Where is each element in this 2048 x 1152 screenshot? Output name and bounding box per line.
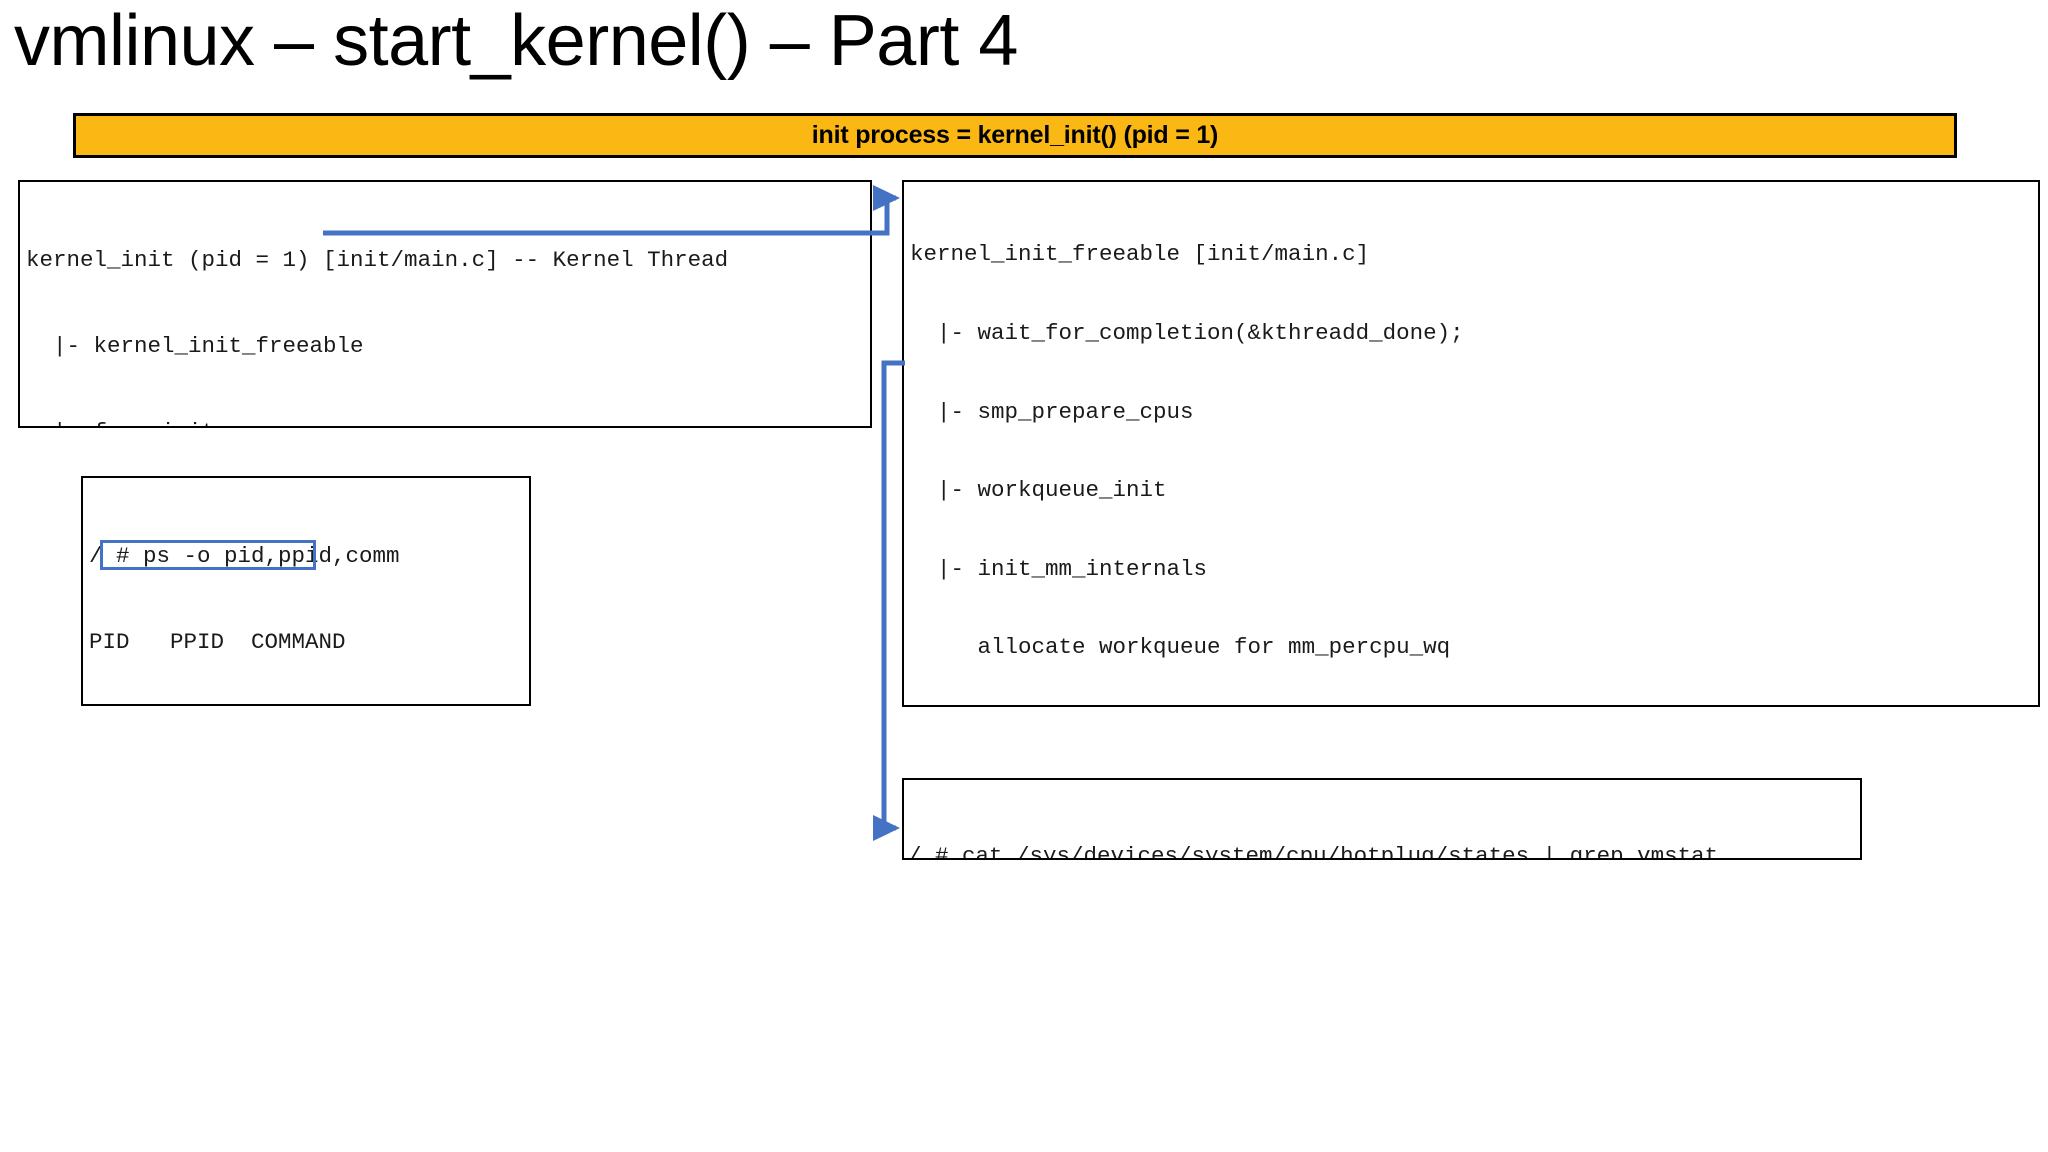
kernel-init-code-panel: kernel_init (pid = 1) [init/main.c] -- K… [18, 180, 872, 428]
ps-output-panel: / # ps -o pid,ppid,comm PID PPID COMMAND… [81, 476, 531, 706]
kernel-init-header: kernel_init (pid = 1) [init/main.c] -- K… [26, 247, 729, 274]
ps-command: / # ps -o pid,ppid,comm [89, 543, 400, 570]
ps-column-header: PID PPID COMMAND [89, 628, 346, 655]
hotplug-states-output-panel: / # cat /sys/devices/system/cpu/hotplug/… [902, 778, 1862, 860]
page-title: vmlinux – start_kernel() – Part 4 [14, 1, 1018, 81]
hotplug-command: / # cat /sys/devices/system/cpu/hotplug/… [908, 843, 1719, 860]
init-process-banner: init process = kernel_init() (pid = 1) [73, 113, 1957, 158]
kernel-init-line: |- free_initmem [26, 418, 870, 426]
freeable-line: |- init_mm_internals [910, 555, 1208, 582]
freeable-line: |- wait_for_completion(&kthreadd_done); [910, 320, 1464, 347]
freeable-header: kernel_init_freeable [init/main.c] [910, 241, 1370, 268]
freeable-line: allocate workqueue for mm_percpu_wq [910, 634, 1451, 661]
ps-row-highlight-box [100, 540, 316, 570]
kernel-init-freeable-code-panel: kernel_init_freeable [init/main.c] |- wa… [902, 180, 2040, 707]
freeable-line: |- workqueue_init [910, 477, 1167, 504]
banner-label: init process = kernel_init() (pid = 1) [811, 121, 1219, 149]
freeable-line: |- smp_prepare_cpus [910, 398, 1194, 425]
kernel-init-line: |- kernel_init_freeable [26, 332, 364, 359]
